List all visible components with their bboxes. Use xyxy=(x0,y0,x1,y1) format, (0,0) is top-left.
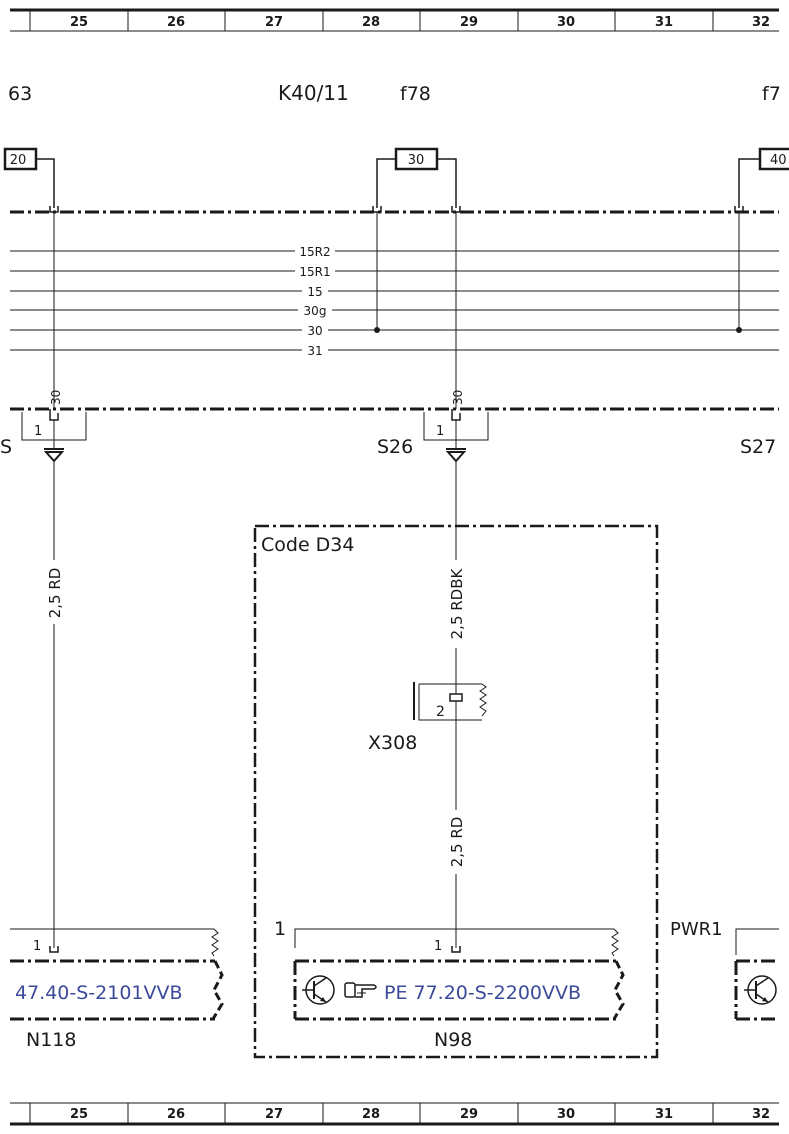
bus-label: 31 xyxy=(307,344,322,358)
transistor-icon xyxy=(302,975,335,1005)
fuse-right: 40 xyxy=(738,147,789,208)
column-number: 28 xyxy=(362,1107,380,1122)
module-name: N98 xyxy=(434,1029,472,1051)
column-number: 25 xyxy=(70,15,88,30)
column-number: 28 xyxy=(362,15,380,30)
column-number: 29 xyxy=(460,1107,478,1122)
top-column-ruler: 25 26 27 28 29 30 31 32 xyxy=(10,8,779,32)
bottom-column-ruler: 25 26 27 28 29 30 31 32 xyxy=(10,1102,779,1126)
pin-number: 1 xyxy=(436,424,444,439)
column-number: 30 xyxy=(557,15,575,30)
module-reference-link[interactable]: 47.40-S-2101VVB xyxy=(15,982,183,1004)
transistor-icon xyxy=(744,975,777,1005)
column-number: 27 xyxy=(265,1107,283,1122)
splice-name: S xyxy=(0,436,12,458)
module-n98: 1 1 PE 77.20-S-2200VVB N98 xyxy=(274,918,625,1051)
column-number: 26 xyxy=(167,1107,185,1122)
column-number: 29 xyxy=(460,15,478,30)
relay-label: K40/11 xyxy=(278,81,349,105)
bus-lines: 15R2 15R1 15 30g 30 31 xyxy=(10,244,779,358)
bus-label: 15R2 xyxy=(299,245,330,259)
module-pwr1: PWR1 xyxy=(670,919,779,1021)
connector-name: X308 xyxy=(368,732,417,754)
column-number: 32 xyxy=(752,1107,770,1122)
fuse-f78: 30 xyxy=(376,147,457,208)
pin-label: 30 xyxy=(451,390,465,405)
module-name: N118 xyxy=(26,1029,76,1051)
splice-left: 30 1 S xyxy=(0,390,87,463)
bus-label: 15R1 xyxy=(299,265,330,279)
column-number: 25 xyxy=(70,1107,88,1122)
bus-label: 15 xyxy=(307,285,322,299)
splice-name-right: S27 xyxy=(740,436,776,458)
bus-label: 30g xyxy=(304,304,327,318)
pin-label: 30 xyxy=(49,390,63,405)
fuse-rating: 20 xyxy=(10,153,27,168)
splice-s26: 30 1 S26 xyxy=(377,390,489,463)
column-number: 31 xyxy=(655,1107,673,1122)
pin-number: 2 xyxy=(436,704,445,720)
wire-spec: 2,5 RDBK xyxy=(448,567,466,639)
wire-spec: 2,5 RD xyxy=(46,568,64,619)
fuse-label-right: f7 xyxy=(762,83,781,105)
fuse-left: 20 xyxy=(3,147,55,208)
fuse-label: f78 xyxy=(400,83,431,105)
module-label: PWR1 xyxy=(670,919,723,940)
module-n118: 1 47.40-S-2101VVB N118 xyxy=(10,928,224,1051)
column-number: 31 xyxy=(655,15,673,30)
component-label-left: 63 xyxy=(8,83,32,105)
pin-number: 1 xyxy=(34,424,42,439)
pin-number-outer: 1 xyxy=(274,918,286,940)
column-number: 26 xyxy=(167,15,185,30)
fuse-rating: 30 xyxy=(408,153,425,168)
module-reference-link[interactable]: PE 77.20-S-2200VVB xyxy=(384,982,581,1004)
connector-x308: 2 X308 xyxy=(368,682,487,754)
pointing-hand-icon[interactable] xyxy=(344,982,377,998)
splice-name: S26 xyxy=(377,436,413,458)
option-code-label: Code D34 xyxy=(261,534,355,556)
fuse-rating: 40 xyxy=(770,153,787,168)
column-number: 32 xyxy=(752,15,770,30)
pin-number: 1 xyxy=(434,939,442,954)
pin-number: 1 xyxy=(33,939,41,954)
column-number: 30 xyxy=(557,1107,575,1122)
wire-spec: 2,5 RD xyxy=(448,817,466,868)
column-number: 27 xyxy=(265,15,283,30)
bus-label: 30 xyxy=(307,324,322,338)
